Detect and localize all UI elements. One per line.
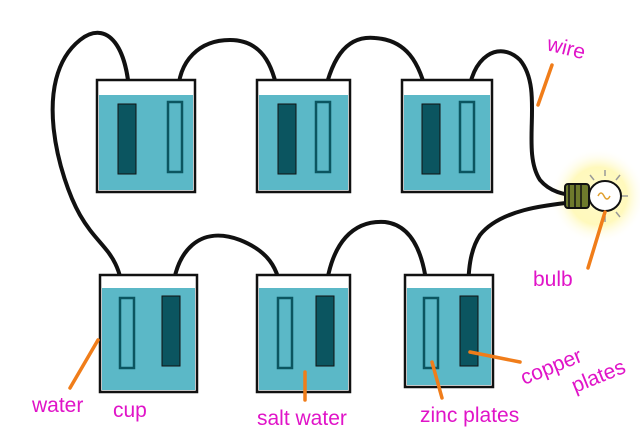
wire-top-3	[466, 49, 577, 197]
wires	[50, 30, 577, 302]
pointer-wire	[536, 63, 554, 107]
wire-bottom-1	[170, 233, 284, 302]
label-water: water	[31, 394, 83, 417]
copper-plate	[117, 103, 137, 175]
pointer-zinc	[430, 360, 444, 400]
label-zinc-plates: zinc plates	[420, 404, 519, 427]
light-bulb-icon	[564, 170, 628, 222]
pointer-water	[68, 338, 100, 390]
cup-top-1	[95, 78, 197, 194]
wire-bottom-2	[323, 219, 430, 302]
label-bulb: bulb	[533, 268, 573, 291]
wire-left-loop	[50, 30, 133, 302]
label-salt-water: salt water	[257, 407, 347, 430]
zinc-plate	[458, 100, 476, 174]
label-wire: wire	[544, 32, 588, 64]
zinc-plate	[276, 296, 294, 370]
cup-top-3	[400, 78, 494, 194]
copper-plate	[315, 295, 335, 367]
copper-plate	[277, 103, 297, 175]
cup-top-2	[255, 78, 352, 194]
bulb-glass	[588, 180, 622, 212]
zinc-plate	[118, 296, 136, 370]
wire-top-1	[176, 37, 282, 107]
zinc-plate	[166, 100, 184, 174]
salt-water-fill	[102, 288, 195, 390]
copper-plate	[161, 295, 181, 367]
label-cup: cup	[113, 399, 147, 422]
pointer-copper	[468, 350, 522, 364]
cup-bottom-1	[98, 273, 199, 394]
copper-plate	[459, 295, 479, 367]
zinc-plate	[422, 296, 440, 370]
wire-top-2	[320, 35, 430, 107]
pointer-lines	[68, 63, 607, 402]
salt-water-fill	[404, 95, 490, 190]
wire-bottom-right	[466, 200, 577, 300]
copper-plate	[421, 103, 441, 175]
cup-bottom-3	[403, 273, 495, 389]
salt-water-fill	[259, 95, 348, 190]
pointer-bulb	[586, 210, 607, 270]
zinc-plate	[314, 100, 332, 174]
